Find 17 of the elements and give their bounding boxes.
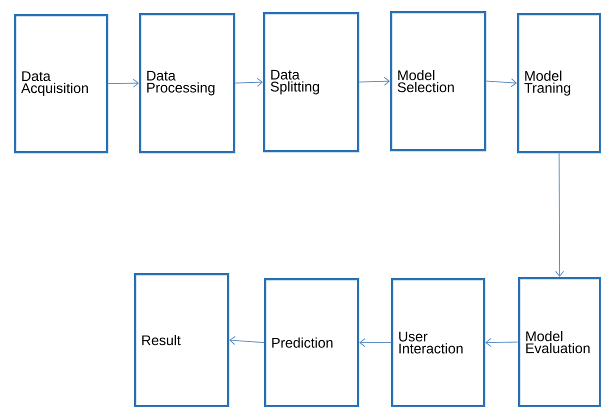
process-box: Result bbox=[134, 273, 230, 407]
arrow bbox=[108, 78, 139, 88]
process-box: Prediction bbox=[264, 278, 360, 407]
arrow bbox=[234, 78, 263, 87]
process-box: Model Selection bbox=[390, 11, 486, 152]
arrow bbox=[486, 78, 517, 88]
process-box: User Interaction bbox=[391, 278, 486, 407]
arrow bbox=[229, 336, 264, 345]
process-box: Data Processing bbox=[139, 13, 236, 154]
arrow bbox=[485, 338, 518, 347]
arrow bbox=[359, 338, 392, 348]
process-box: Model Traning bbox=[517, 13, 601, 154]
arrow bbox=[358, 76, 390, 86]
arrow bbox=[555, 152, 564, 277]
process-box: Model Evaluation bbox=[518, 277, 601, 407]
process-box: Data Splitting bbox=[263, 12, 360, 152]
process-box: Data Acquisition bbox=[14, 14, 108, 154]
